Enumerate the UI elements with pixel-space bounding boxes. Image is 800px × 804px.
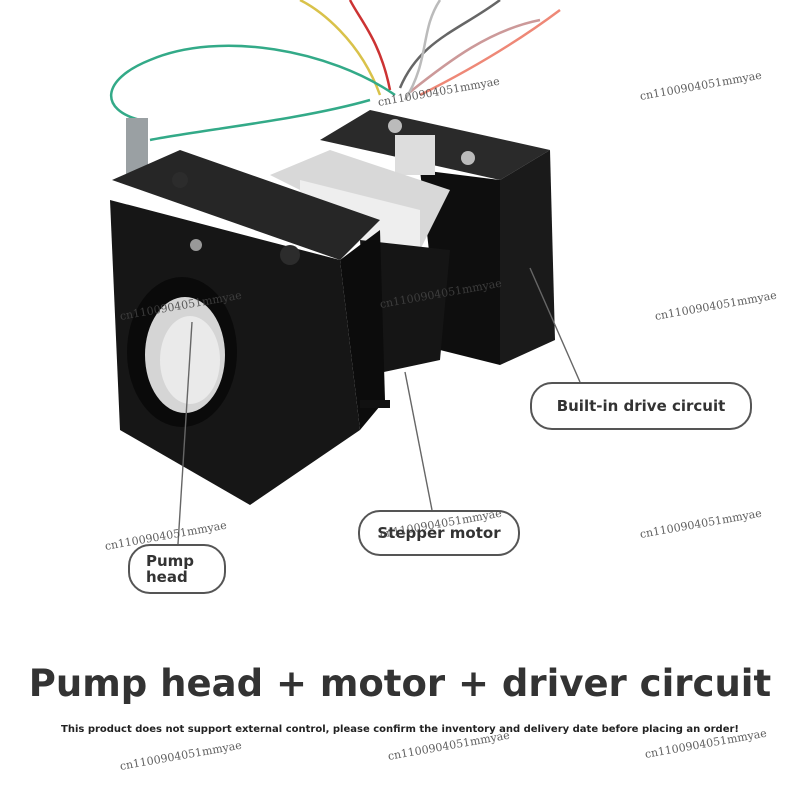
pointer-lines (177, 267, 581, 545)
callout-stepper-motor: Stepper motor (358, 510, 520, 556)
tube (126, 118, 148, 178)
callout-drive-circuit: Built-in drive circuit (530, 382, 752, 430)
wires (110, 0, 561, 142)
notice-text: This product does not support external c… (61, 724, 739, 735)
callout-motor-label: Stepper motor (377, 524, 501, 542)
callout-head-line1: Pump (146, 552, 195, 570)
callout-head-line2: head (146, 568, 188, 586)
headline: Pump head + motor + driver circuit (28, 662, 772, 705)
callout-drive-label: Built-in drive circuit (556, 397, 726, 415)
pump-head (110, 150, 390, 505)
